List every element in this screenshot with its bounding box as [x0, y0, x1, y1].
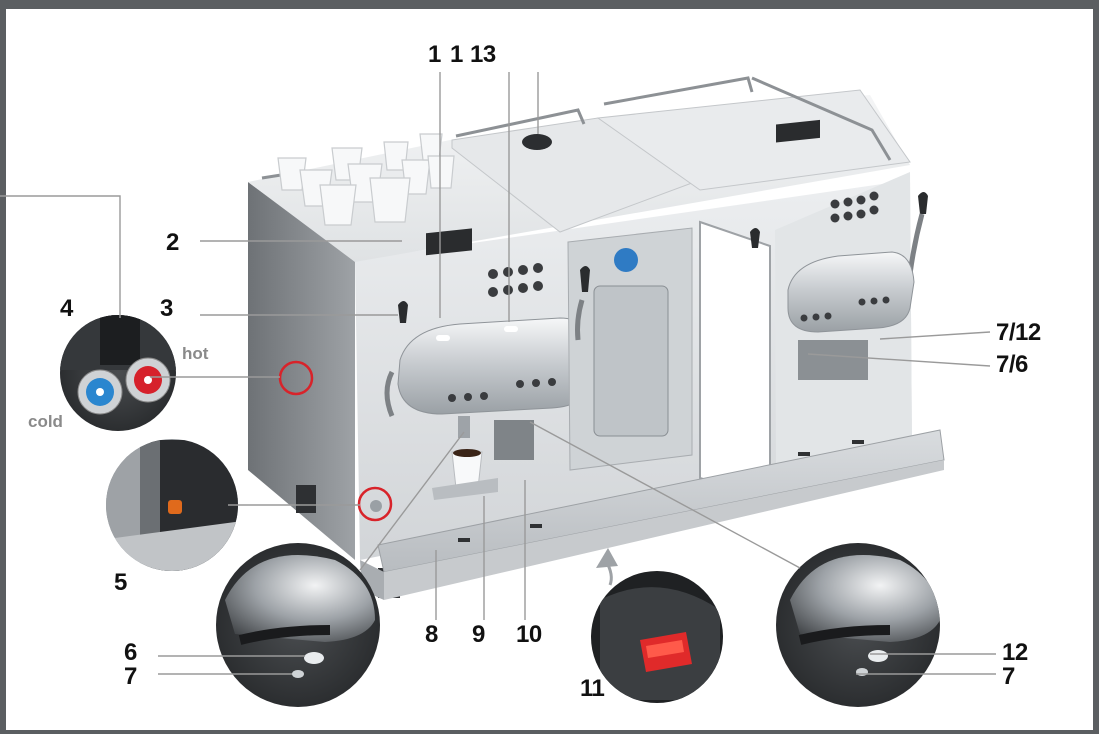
callout-9: 9 [472, 621, 485, 648]
buttons-left [488, 263, 543, 297]
lever-left [384, 370, 395, 417]
callout-4: 4 [60, 295, 74, 322]
coffee-machine [248, 76, 945, 600]
top-knob [522, 134, 552, 150]
callout-2: 2 [166, 229, 179, 256]
head-buttons-left [448, 378, 556, 402]
lever-right-top [750, 228, 760, 248]
tap [370, 500, 382, 512]
callout-7-6: 7/6 [996, 351, 1028, 378]
water-tank [593, 285, 669, 437]
spout-left [458, 416, 470, 438]
inset-spout-right [776, 543, 940, 707]
callout-8: 8 [425, 621, 438, 648]
tray-slots [458, 440, 864, 542]
cups [277, 133, 455, 226]
highlight-ring-tap [357, 486, 393, 522]
label-cold: cold [28, 412, 63, 431]
callout-6: 6 [124, 639, 137, 666]
leader-lines [0, 72, 996, 675]
open-door [699, 220, 771, 502]
head-slot [436, 335, 450, 341]
lever-right-handle [918, 192, 928, 214]
callout-numbers: 1 1 13 2 3 4 5 6 7 8 9 10 11 12 7 7/12 7… [28, 41, 1041, 702]
brew-head-left [397, 317, 597, 415]
lever-middle [575, 299, 585, 341]
callout-11: 11 [580, 675, 605, 702]
buttons-right [830, 191, 879, 223]
arrow-head [596, 548, 618, 568]
spout-block [494, 420, 534, 460]
callout-12: 12 [1002, 639, 1028, 666]
callout-7-right: 7 [1002, 663, 1015, 690]
head-slot [504, 326, 518, 332]
callout-5: 5 [114, 569, 127, 596]
top-rail [603, 76, 754, 106]
callout-7-left: 7 [124, 663, 137, 690]
inset-spout-left [216, 543, 380, 707]
callout-3: 3 [160, 295, 173, 322]
highlight-ring-valves [278, 360, 314, 396]
callout-10: 10 [516, 621, 542, 648]
top-lid-right [596, 89, 911, 191]
top-rail [455, 108, 586, 138]
brand-logo [614, 248, 638, 272]
display-left [426, 228, 472, 256]
inset-power-switch [591, 571, 723, 703]
inset-valves [60, 315, 176, 431]
callout-1a: 1 [428, 41, 441, 68]
top-rail [751, 76, 892, 161]
spout-right [798, 340, 868, 380]
machine-side-wall [248, 182, 355, 560]
lever-middle-top [580, 266, 590, 292]
machine-foot [296, 485, 316, 513]
brew-head-right [787, 251, 915, 333]
head-buttons-right [800, 296, 890, 322]
callout-13: 13 [470, 41, 496, 68]
drip-tray-lip [384, 460, 944, 600]
display-right [776, 119, 820, 143]
cup-platform [432, 478, 498, 500]
coffee [453, 449, 481, 457]
callout-7-12: 7/12 [996, 319, 1041, 346]
label-hot: hot [182, 344, 209, 363]
callout-1b: 1 [450, 41, 463, 68]
lever-left-top [398, 301, 408, 323]
